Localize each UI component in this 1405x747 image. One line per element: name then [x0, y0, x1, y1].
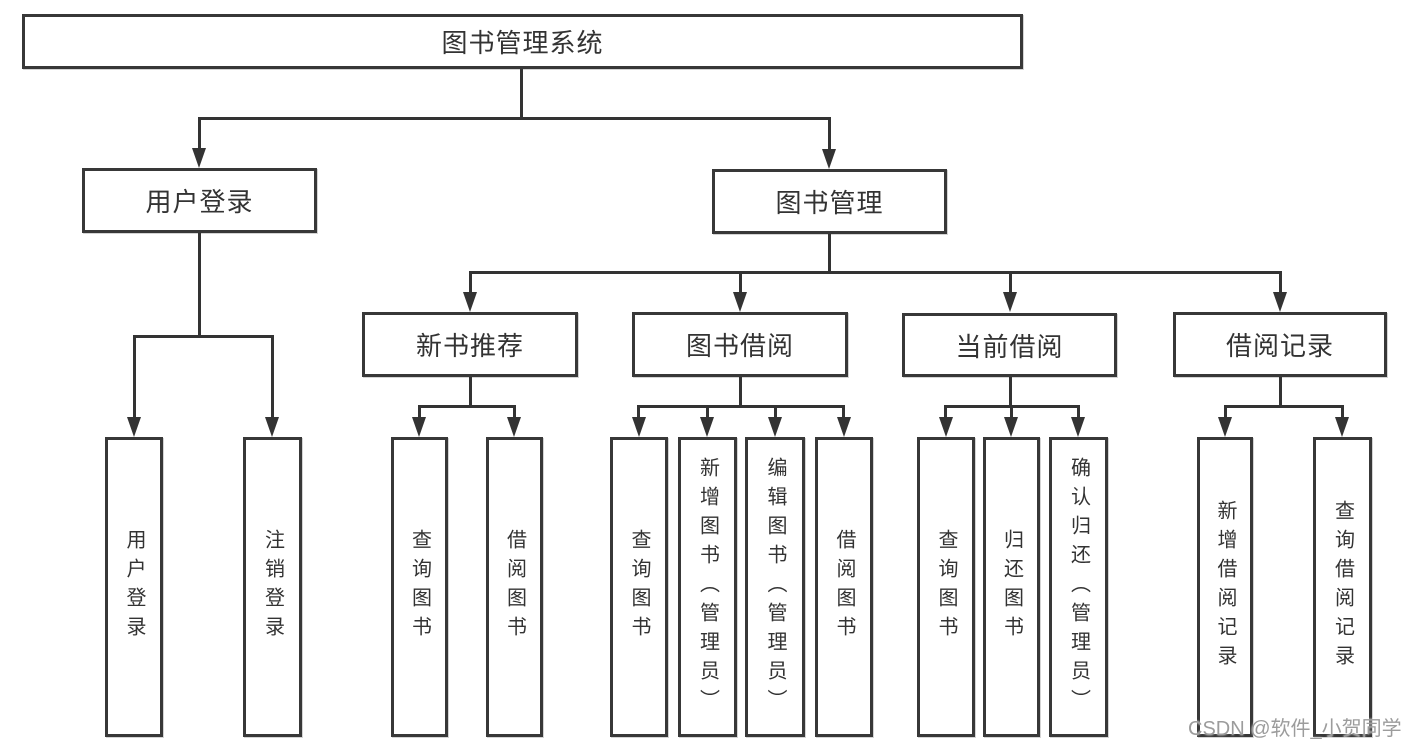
leaf-label: 查询图书	[408, 529, 431, 645]
leaf-add-books-admin: 新增图书（管理员）	[678, 437, 737, 737]
connector-line	[1224, 405, 1344, 408]
arrow-down-icon	[265, 417, 279, 437]
connector-line	[198, 117, 831, 120]
connector-line	[198, 233, 201, 338]
connector-line	[1010, 405, 1013, 420]
arrow-down-icon	[1335, 417, 1349, 437]
leaf-label: 查询图书	[935, 529, 957, 645]
leaf-label: 查询借阅记录	[1331, 500, 1354, 674]
arrow-down-icon	[822, 149, 836, 169]
node-label: 借阅记录	[1225, 331, 1334, 361]
leaf-label: 新增借阅记录	[1214, 500, 1236, 674]
connector-line	[828, 117, 831, 151]
arrow-down-icon	[1218, 417, 1232, 437]
connector-line	[271, 335, 274, 421]
arrow-down-icon	[463, 292, 477, 312]
arrow-down-icon	[837, 417, 851, 437]
leaf-label: 查询图书	[628, 529, 650, 645]
node-label: 新书推荐	[415, 331, 524, 361]
connector-line	[469, 271, 472, 294]
node-root-library-system: 图书管理系统	[22, 14, 1023, 69]
connector-line	[828, 234, 831, 274]
connector-line	[1341, 405, 1344, 420]
node-book-borrow: 图书借阅	[632, 312, 848, 377]
connector-line	[1077, 405, 1080, 420]
node-borrow-record: 借阅记录	[1173, 312, 1387, 377]
leaf-confirm-return-admin: 确认归还（管理员）	[1049, 437, 1108, 737]
node-book-management: 图书管理	[712, 169, 947, 234]
leaf-query-books-recommend: 查询图书	[391, 437, 448, 737]
leaf-add-borrow-record: 新增借阅记录	[1197, 437, 1253, 737]
leaf-query-books-current: 查询图书	[917, 437, 975, 737]
arrow-down-icon	[1273, 292, 1287, 312]
leaf-label: 编辑图书（管理员）	[764, 456, 786, 718]
connector-line	[706, 405, 709, 420]
leaf-label: 借阅图书	[503, 529, 526, 645]
connector-line	[418, 405, 421, 420]
connector-line	[1279, 377, 1282, 408]
arrow-down-icon	[1003, 292, 1017, 312]
leaf-logout: 注销登录	[243, 437, 302, 737]
connector-line	[469, 377, 472, 408]
leaf-label: 归还图书	[1000, 529, 1023, 645]
leaf-edit-books-admin: 编辑图书（管理员）	[745, 437, 805, 737]
connector-line	[1279, 271, 1282, 294]
leaf-label: 新增图书（管理员）	[696, 456, 719, 718]
connector-line	[1009, 271, 1012, 294]
node-user-login: 用户登录	[82, 168, 317, 233]
connector-line	[1224, 405, 1227, 420]
node-current-borrow: 当前借阅	[902, 313, 1117, 377]
arrow-down-icon	[127, 417, 141, 437]
connector-line	[418, 405, 516, 408]
leaf-label: 注销登录	[261, 529, 284, 645]
csdn-watermark: CSDN @软件_小贺同学	[1188, 718, 1402, 740]
leaf-query-books-borrow: 查询图书	[610, 437, 668, 737]
connector-line	[513, 405, 516, 420]
arrow-down-icon	[1071, 417, 1085, 437]
connector-line	[739, 377, 742, 408]
leaf-return-books: 归还图书	[983, 437, 1040, 737]
leaf-label: 确认归还（管理员）	[1067, 456, 1090, 718]
leaf-query-borrow-record: 查询借阅记录	[1313, 437, 1372, 737]
node-label: 图书借阅	[685, 331, 794, 361]
connector-line	[469, 271, 1282, 274]
leaf-user-login: 用户登录	[105, 437, 163, 737]
node-label: 图书管理系统	[441, 28, 604, 58]
leaf-label: 用户登录	[123, 529, 145, 645]
arrow-down-icon	[507, 417, 521, 437]
leaf-label: 借阅图书	[833, 529, 855, 645]
arrow-down-icon	[733, 292, 747, 312]
connector-line	[637, 405, 640, 420]
arrow-down-icon	[768, 417, 782, 437]
connector-line	[739, 271, 742, 294]
connector-line	[774, 405, 777, 420]
connector-line	[842, 405, 845, 420]
arrow-down-icon	[1004, 417, 1018, 437]
connector-line	[520, 69, 523, 119]
leaf-borrow-books: 借阅图书	[815, 437, 873, 737]
connector-line	[1009, 377, 1012, 408]
node-label: 当前借阅	[955, 331, 1064, 362]
node-new-book-recommend: 新书推荐	[362, 312, 578, 377]
node-label: 用户登录	[145, 187, 254, 217]
arrow-down-icon	[700, 417, 714, 437]
leaf-borrow-books-recommend: 借阅图书	[486, 437, 543, 737]
connector-line	[133, 335, 274, 338]
connector-line	[637, 405, 845, 408]
arrow-down-icon	[939, 417, 953, 437]
connector-line	[944, 405, 947, 420]
arrow-down-icon	[412, 417, 426, 437]
node-label: 图书管理	[775, 188, 884, 218]
connector-line	[198, 117, 201, 150]
connector-line	[133, 335, 136, 421]
arrow-down-icon	[632, 417, 646, 437]
arrow-down-icon	[192, 148, 206, 168]
